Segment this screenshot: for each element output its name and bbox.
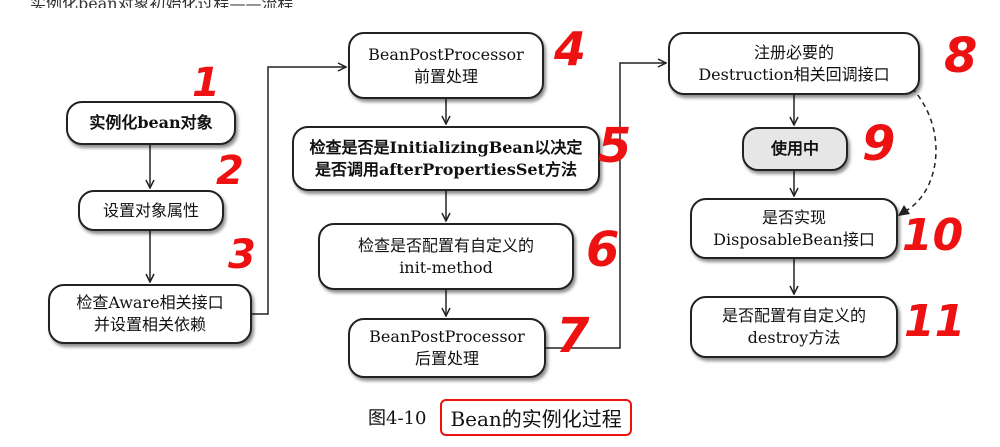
annotation-7: 7 — [556, 308, 590, 364]
step-bpp-after: BeanPostProcessor 后置处理 — [348, 318, 546, 378]
arrow-7-8 — [546, 63, 666, 349]
step-register-destruction: 注册必要的 Destruction相关回调接口 — [668, 32, 920, 95]
step-text: DisposableBean接口 — [713, 229, 875, 249]
step-text: 设置对象属性 — [102, 200, 199, 220]
step-in-use: 使用中 — [742, 127, 848, 171]
step-instantiate-bean: 实例化bean对象 — [66, 101, 236, 145]
step-text: destroy方法 — [747, 328, 841, 347]
step-text: 检查是否是InitializingBean以决定 — [309, 137, 583, 157]
figure-caption: 图4-10 Bean的实例化过程 — [368, 398, 632, 436]
step-bpp-before: BeanPostProcessor 前置处理 — [348, 32, 544, 99]
step-text: 检查是否配置有自定义的 — [357, 235, 534, 255]
annotation-5: 5 — [598, 118, 632, 174]
annotation-3: 3 — [228, 232, 256, 278]
annotation-6: 6 — [586, 222, 620, 278]
step-destroy-method: 是否配置有自定义的 destroy方法 — [690, 296, 898, 358]
step-text: 实例化bean对象 — [89, 113, 213, 132]
step-text: 注册必要的 — [753, 42, 834, 62]
annotation-4: 4 — [554, 22, 587, 76]
step-aware-interfaces: 检查Aware相关接口 并设置相关依赖 — [48, 284, 252, 344]
annotation-9: 9 — [862, 116, 896, 172]
figure-number: 图4-10 — [368, 408, 427, 429]
annotation-2: 2 — [216, 148, 244, 194]
step-text: 是否配置有自定义的 — [721, 306, 866, 325]
clipped-header-text: 实例化bean对象初始化过程——流程 — [30, 0, 390, 8]
step-text: 是否调用afterPropertiesSet方法 — [315, 159, 577, 179]
dashed-arrowhead — [898, 205, 910, 216]
annotation-8: 8 — [944, 28, 978, 84]
step-disposable-bean: 是否实现 DisposableBean接口 — [690, 198, 898, 259]
step-init-method: 检查是否配置有自定义的 init-method — [318, 223, 574, 290]
step-text: BeanPostProcessor — [368, 44, 524, 64]
step-text: 后置处理 — [414, 349, 479, 368]
step-set-properties: 设置对象属性 — [78, 190, 224, 231]
step-text: 使用中 — [770, 139, 819, 158]
annotation-1: 1 — [192, 60, 220, 106]
figure-title: Bean的实例化过程 — [440, 398, 632, 436]
step-text: 是否实现 — [761, 207, 826, 227]
annotation-11: 11 — [904, 296, 966, 347]
arrow-3-4 — [252, 67, 346, 315]
step-text: 检查Aware相关接口 — [76, 293, 224, 312]
step-text: Destruction相关回调接口 — [698, 64, 890, 84]
step-text: init-method — [399, 257, 493, 277]
step-text: 并设置相关依赖 — [93, 315, 206, 334]
step-text: 前置处理 — [413, 66, 478, 86]
step-text: BeanPostProcessor — [369, 327, 525, 346]
dashed-arrow-8-10 — [901, 87, 937, 214]
step-initializing-bean: 检查是否是InitializingBean以决定 是否调用afterProper… — [292, 126, 600, 191]
annotation-10: 10 — [902, 210, 964, 261]
